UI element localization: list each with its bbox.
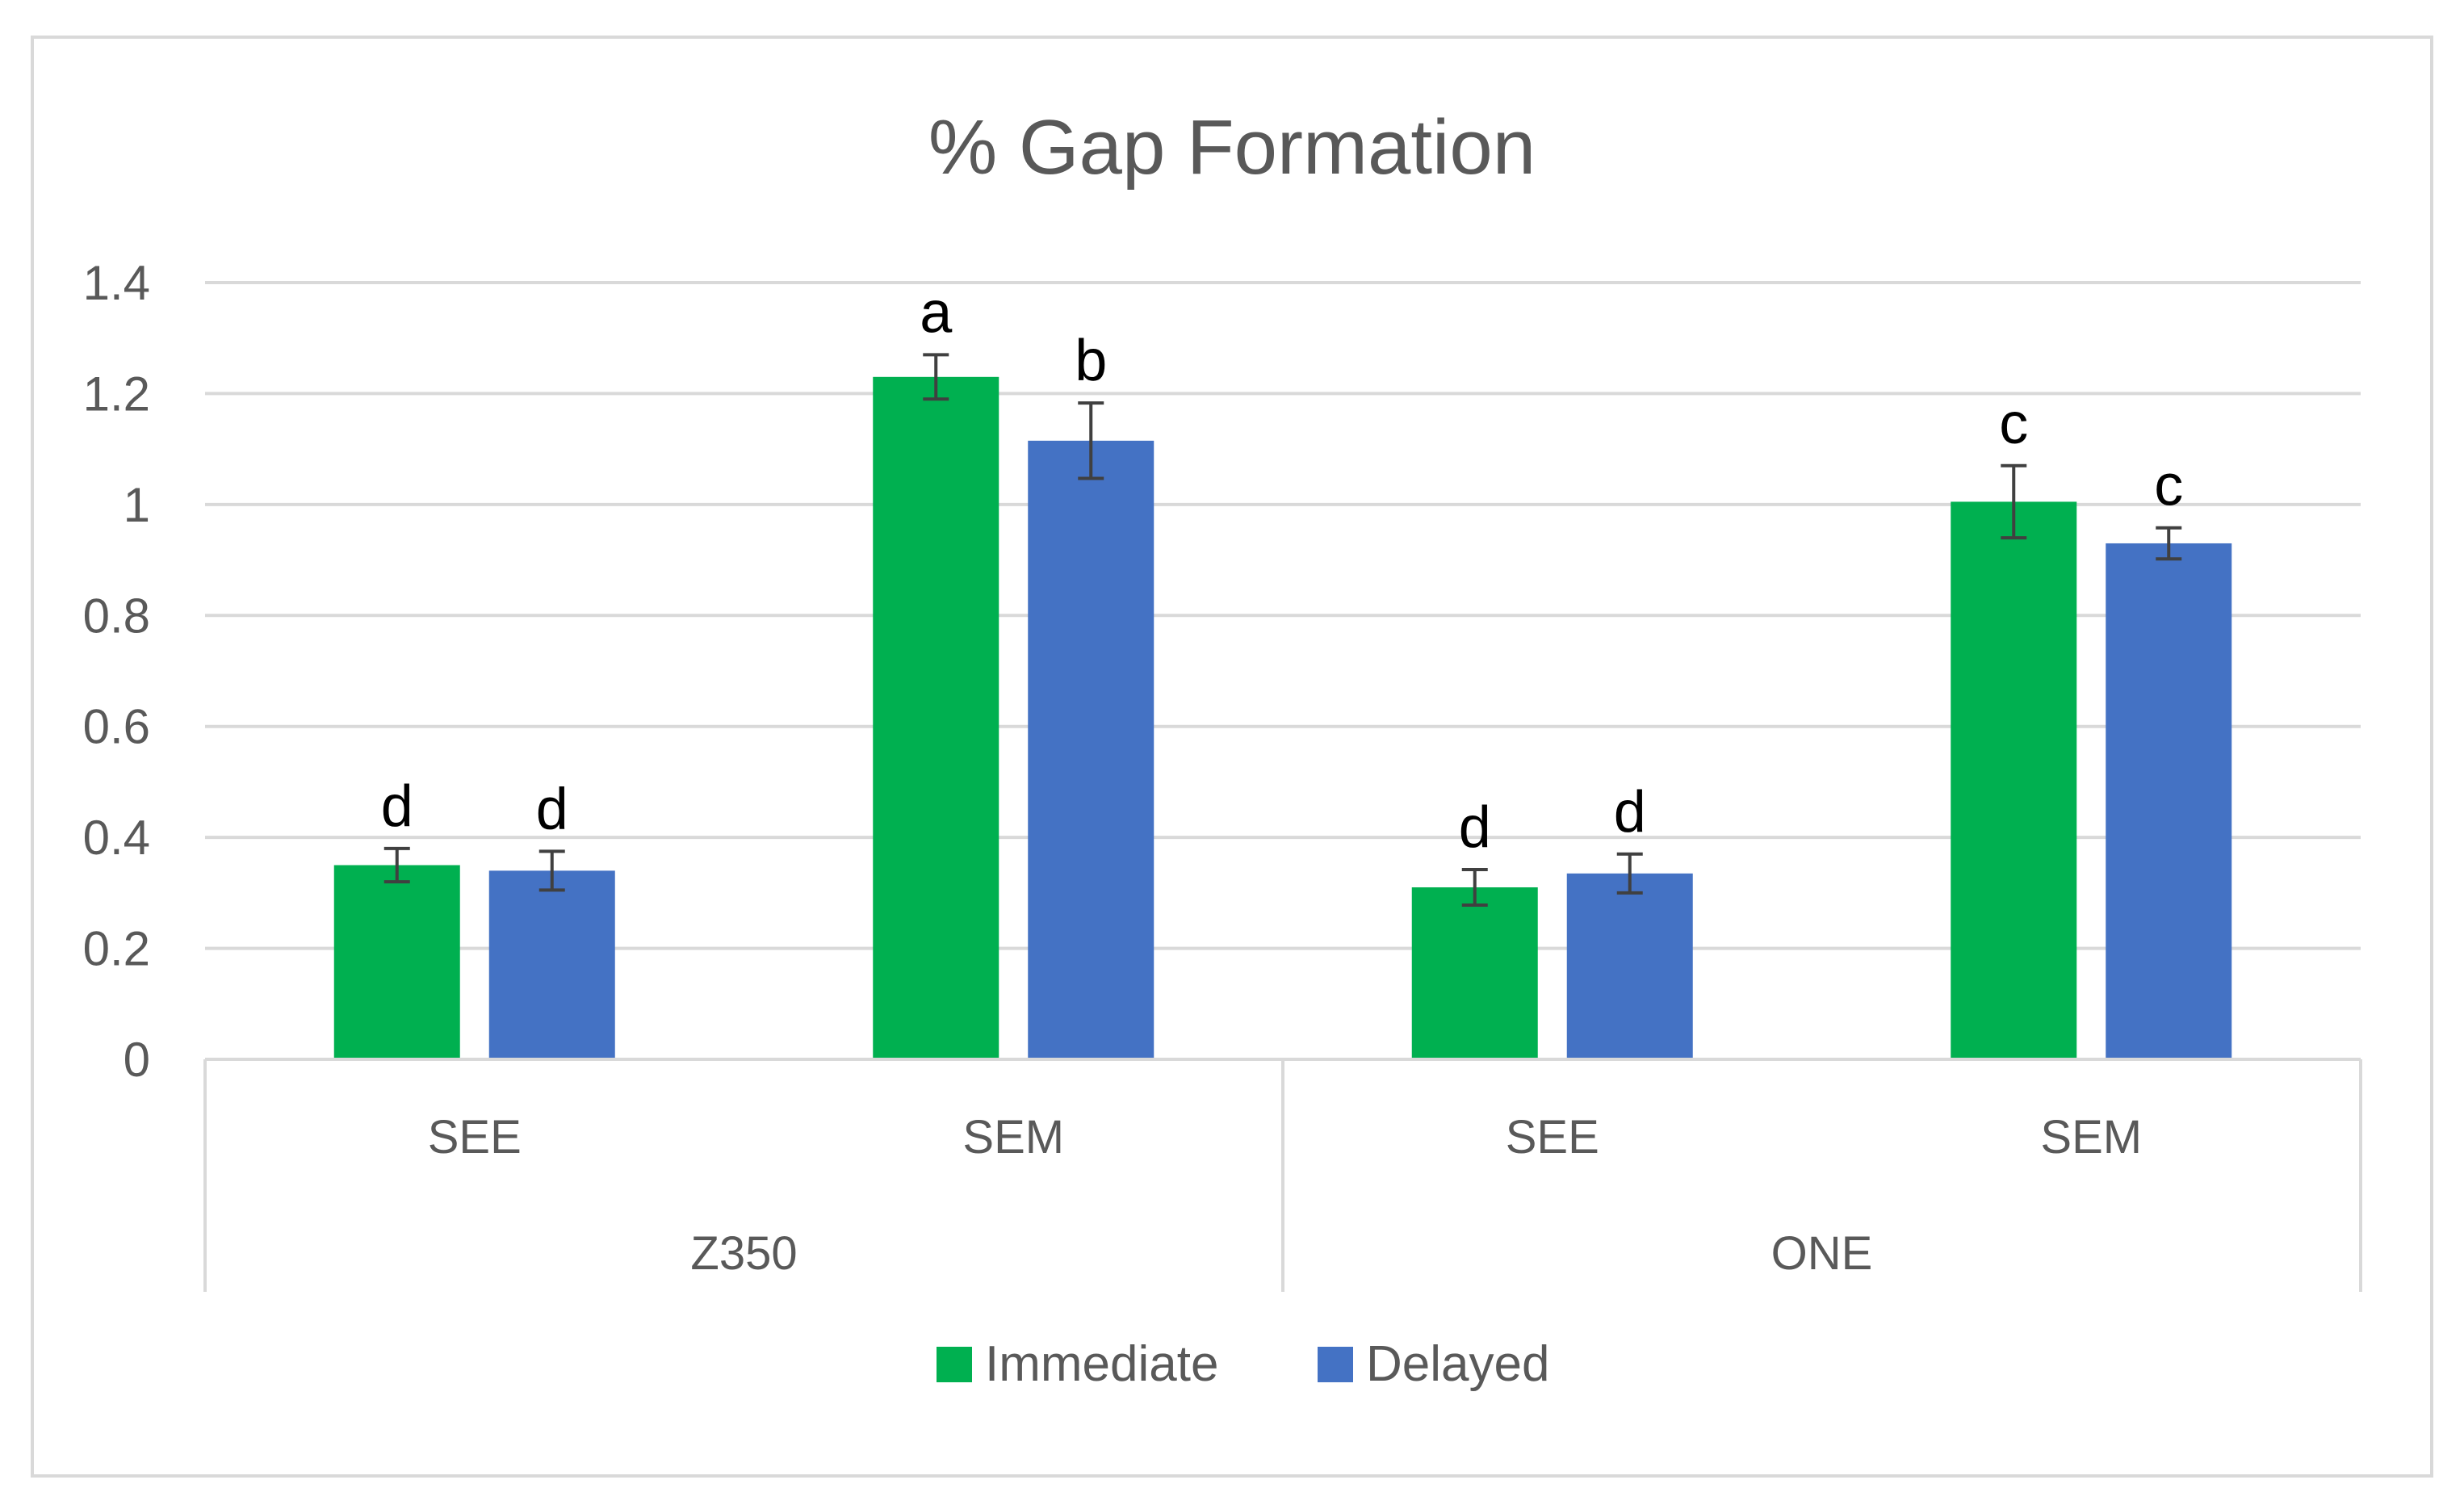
significance-label: d — [1614, 780, 1646, 845]
y-tick-label: 0.8 — [83, 589, 150, 643]
y-tick-label: 0 — [124, 1033, 150, 1087]
bar-immediate — [333, 865, 460, 1059]
x-group-label: Z350 — [690, 1227, 797, 1280]
bar-immediate — [1411, 887, 1538, 1059]
x-group-label: ONE — [1771, 1227, 1873, 1280]
significance-label: c — [2154, 454, 2183, 518]
significance-label: d — [1459, 795, 1491, 860]
significance-label: d — [381, 774, 413, 839]
y-tick-label: 1 — [124, 478, 150, 532]
y-tick-label: 1.2 — [83, 367, 150, 421]
significance-label: a — [920, 280, 953, 345]
legend: Immediate Delayed — [937, 1336, 1549, 1392]
y-tick-label: 0.6 — [83, 700, 150, 754]
significance-label: b — [1075, 329, 1107, 393]
legend-label-immediate: Immediate — [985, 1336, 1218, 1392]
y-tick-label: 1.4 — [83, 256, 150, 310]
chart-title: % Gap Formation — [928, 104, 1536, 191]
bars-layer: d a d c d b d c — [333, 280, 2232, 1059]
y-tick-label: 0.4 — [83, 811, 150, 865]
bar-delayed — [1566, 873, 1693, 1059]
bar-immediate — [873, 376, 999, 1059]
significance-label: c — [1999, 392, 2028, 456]
legend-label-delayed: Delayed — [1366, 1336, 1549, 1392]
x-category-label: SEM — [962, 1111, 1064, 1163]
bar-delayed — [1028, 440, 1154, 1059]
legend-swatch-immediate — [937, 1347, 972, 1382]
bar-immediate — [1951, 501, 2077, 1059]
legend-swatch-delayed — [1318, 1347, 1353, 1382]
bar-delayed — [488, 870, 615, 1059]
x-category-label: SEM — [2040, 1111, 2142, 1163]
bar-delayed — [2106, 543, 2232, 1059]
significance-label: d — [536, 777, 568, 841]
x-category-label: SEE — [428, 1111, 522, 1163]
x-category-label: SEE — [1506, 1111, 1599, 1163]
y-tick-label: 0.2 — [83, 922, 150, 976]
